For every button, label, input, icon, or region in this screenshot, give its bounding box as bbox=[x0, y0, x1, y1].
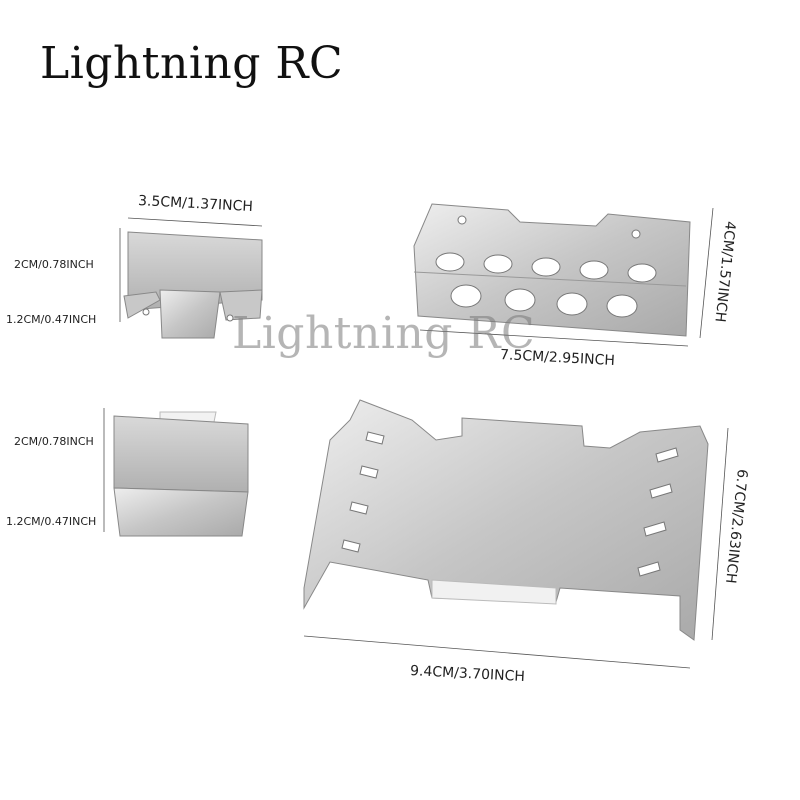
skid-plate-large bbox=[303, 399, 709, 641]
skid-plate-holes bbox=[413, 203, 691, 337]
piece2-tab-label: 1.2CM/0.47INCH bbox=[6, 515, 97, 528]
piece1-height-label: 2CM/0.78INCH bbox=[14, 258, 94, 271]
skid-plate-small-1 bbox=[123, 231, 263, 339]
piece2-height-label: 2CM/0.78INCH bbox=[14, 435, 94, 448]
dimension-lines bbox=[103, 207, 729, 669]
skid-plate-small-2 bbox=[113, 411, 249, 537]
piece1-tab-label: 1.2CM/0.47INCH bbox=[6, 313, 97, 326]
brand-title: Lightning RC bbox=[40, 38, 344, 89]
watermark: Lightning RC bbox=[232, 308, 536, 359]
